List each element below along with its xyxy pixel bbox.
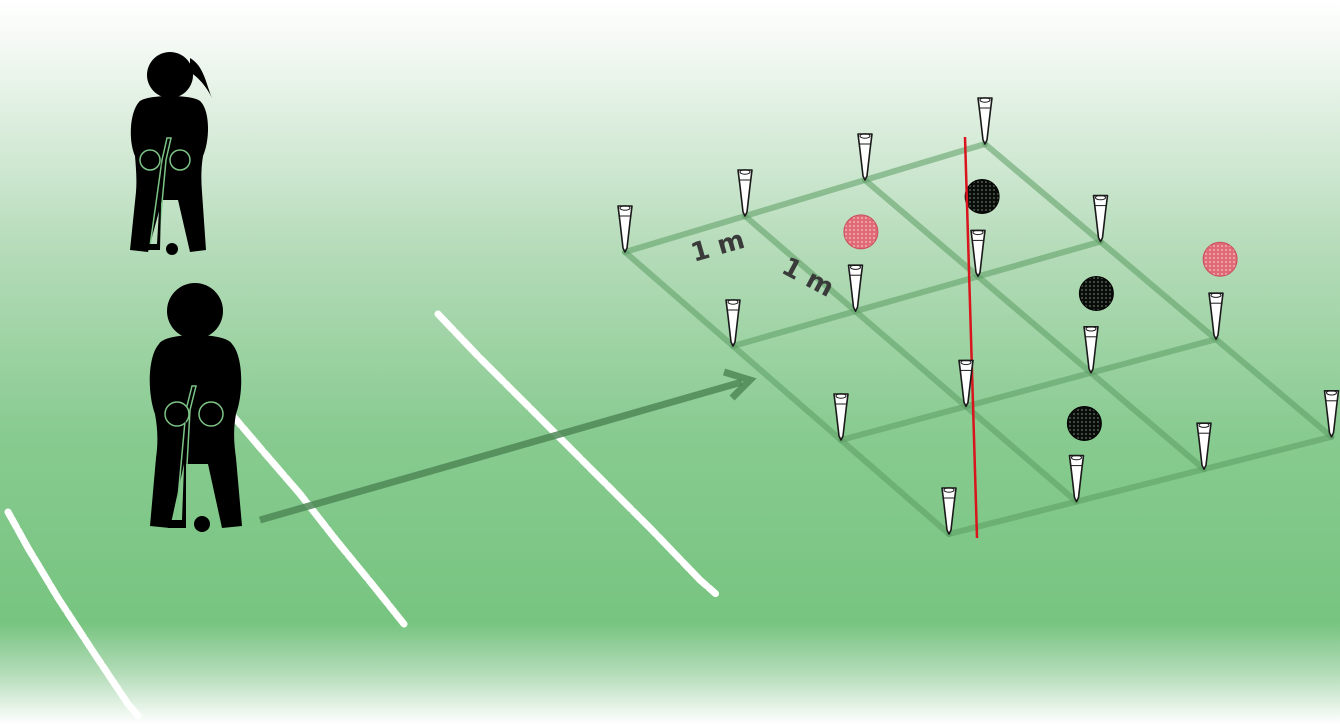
- black-ball-icon: [1079, 277, 1113, 311]
- red-ball-icon: [1203, 242, 1237, 276]
- red-ball-icon: [844, 215, 878, 249]
- black-ball-icon: [965, 180, 999, 214]
- black-ball-icon: [1067, 407, 1101, 441]
